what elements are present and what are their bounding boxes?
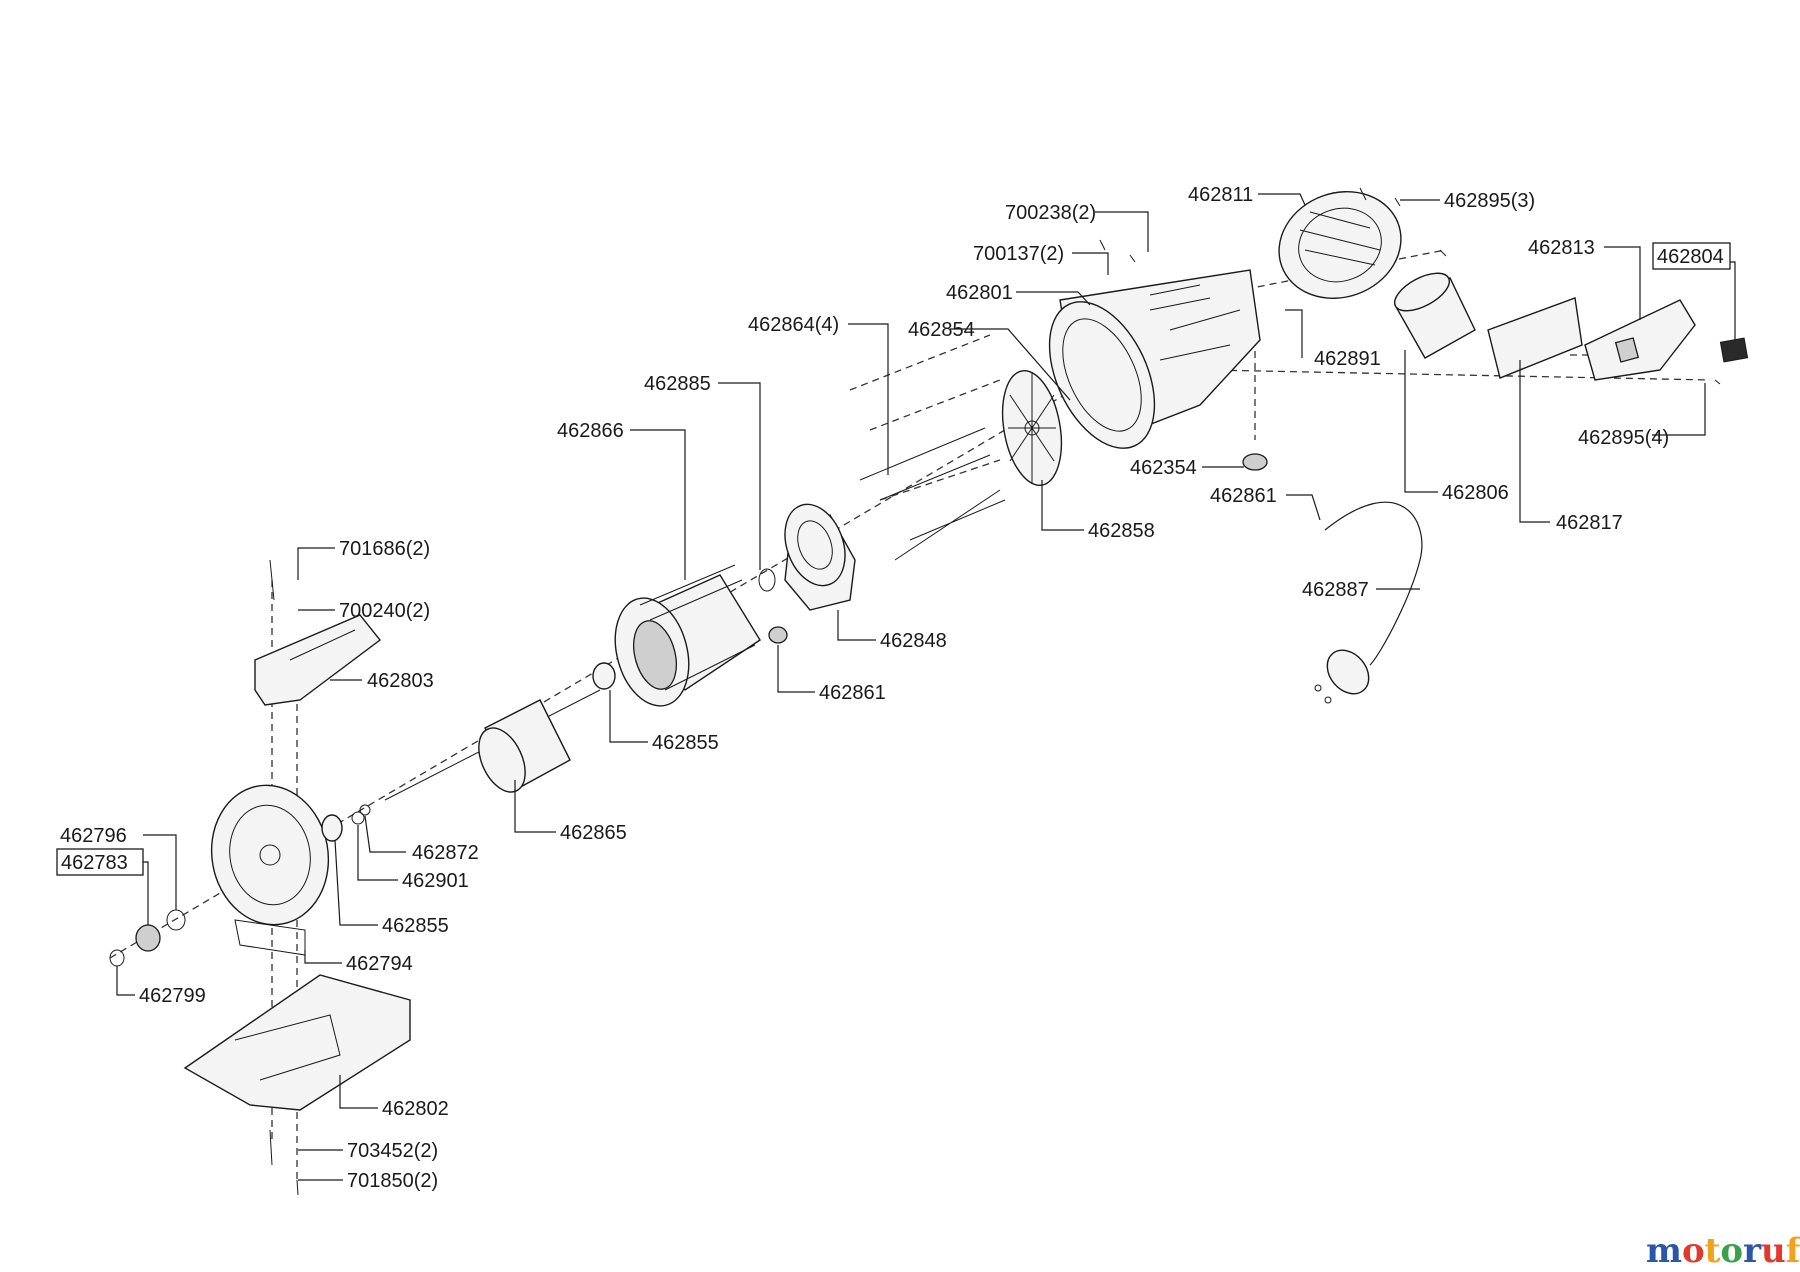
shaft-nut-part <box>135 924 161 952</box>
logo-letter-m: m <box>1646 1231 1682 1271</box>
base-plate-part <box>183 974 411 1111</box>
label-462855-a: 462855 <box>652 732 719 754</box>
label-462885: 462885 <box>644 373 711 395</box>
label-700137: 700137(2) <box>973 243 1064 265</box>
label-462861-a: 462861 <box>1210 485 1277 507</box>
retaining-ring-part <box>359 804 371 816</box>
label-462354: 462354 <box>1130 457 1197 479</box>
handle-part <box>254 614 381 706</box>
logo-letter-f: f <box>1786 1231 1800 1271</box>
front-bearing-shield-part <box>210 784 330 956</box>
grommet-part <box>768 626 788 644</box>
motoruf-logo: motoruf.de <box>1646 1231 1800 1271</box>
label-462811: 462811 <box>1188 184 1253 206</box>
logo-letter-r: r <box>1743 1231 1762 1271</box>
label-462802: 462802 <box>382 1098 449 1120</box>
label-462813: 462813 <box>1528 237 1595 259</box>
leader-lines <box>116 193 1736 1181</box>
label-462858: 462858 <box>1088 520 1155 542</box>
label-462817: 462817 <box>1556 512 1623 534</box>
spring-washer-part <box>758 568 776 592</box>
rotor-part <box>384 689 601 801</box>
bearing-front-part <box>321 814 343 842</box>
bearing-shield-part <box>784 503 856 611</box>
label-462866: 462866 <box>557 420 624 442</box>
rubber-foot-part <box>1242 453 1268 471</box>
label-462783: 462783 <box>61 852 128 874</box>
label-462794: 462794 <box>346 953 413 975</box>
label-462796: 462796 <box>60 825 127 847</box>
label-701850: 701850(2) <box>347 1170 438 1192</box>
small-washer-part <box>109 949 125 967</box>
label-462891: 462891 <box>1314 348 1381 370</box>
stator-part <box>614 564 761 707</box>
label-462801: 462801 <box>946 282 1013 304</box>
label-462872: 462872 <box>412 842 479 864</box>
capacitor-part <box>1394 272 1476 359</box>
label-701686: 701686(2) <box>339 538 430 560</box>
end-cover-part <box>1278 191 1402 299</box>
label-462848: 462848 <box>880 630 947 652</box>
svg-text:motoruf.de: motoruf.de <box>1646 1231 1800 1271</box>
label-462861-b: 462861 <box>819 682 886 704</box>
switch-part <box>1719 337 1749 363</box>
label-462901: 462901 <box>402 870 469 892</box>
logo-letter-o: o <box>1682 1231 1705 1271</box>
label-462895-4: 462895(4) <box>1578 427 1669 449</box>
label-frame-462783 <box>56 848 144 876</box>
insulation-plate-part <box>1487 297 1583 379</box>
circlip-part <box>351 811 365 825</box>
screws-part <box>269 187 1721 1196</box>
label-462804: 462804 <box>1657 246 1724 268</box>
label-462864: 462864(4) <box>748 314 839 336</box>
label-462854: 462854 <box>908 319 975 341</box>
tie-rods-part <box>859 427 1006 561</box>
label-462799: 462799 <box>139 985 206 1007</box>
label-462865: 462865 <box>560 822 627 844</box>
label-462803: 462803 <box>367 670 434 692</box>
logo-letter-t: t <box>1705 1231 1721 1271</box>
label-462895-3: 462895(3) <box>1444 190 1535 212</box>
power-cable-part <box>1314 501 1423 704</box>
label-700240: 700240(2) <box>339 600 430 622</box>
part-labels: 700238(2) 462811 462895(3) 700137(2) 462… <box>60 184 1724 1192</box>
label-462806: 462806 <box>1442 482 1509 504</box>
washer-part <box>166 909 186 931</box>
label-700238: 700238(2) <box>1005 202 1096 224</box>
label-462855-b: 462855 <box>382 915 449 937</box>
label-703452: 703452(2) <box>347 1140 438 1162</box>
logo-letter-o2: o <box>1720 1231 1743 1271</box>
logo-letter-u: u <box>1761 1231 1786 1271</box>
motor-housing-part <box>1048 269 1261 449</box>
ball-bearing-part <box>592 662 616 690</box>
fan-impeller-part <box>1001 369 1063 487</box>
label-462887: 462887 <box>1302 579 1369 601</box>
switch-box-part <box>1584 299 1696 381</box>
label-frame-462804 <box>1652 242 1731 270</box>
